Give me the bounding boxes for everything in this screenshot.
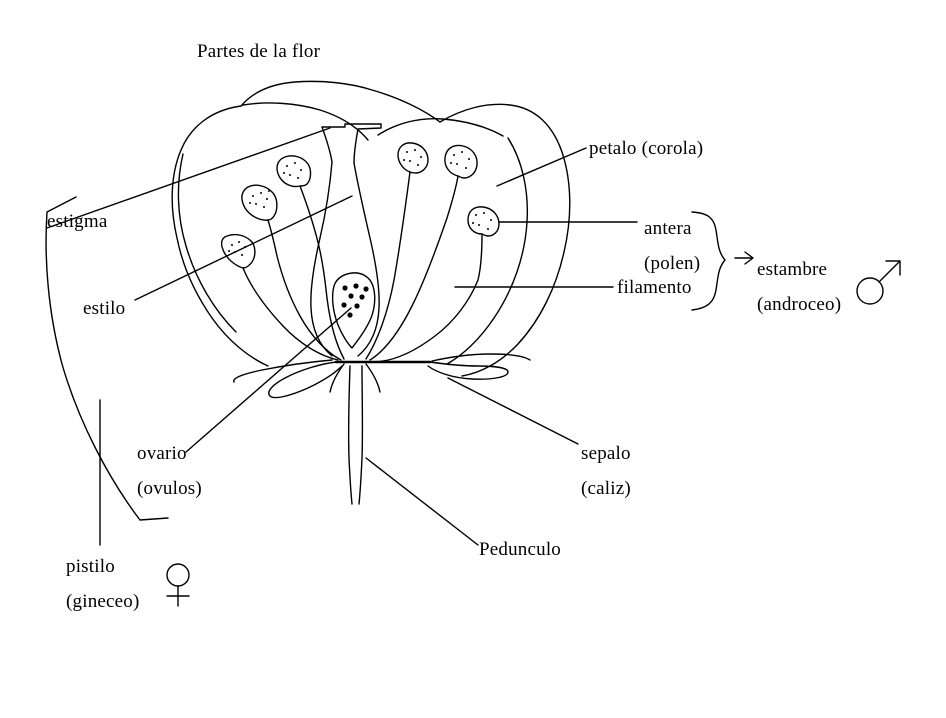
leader-sepalo [447,377,579,445]
filament-1 [242,267,339,361]
petal-right-inner [377,117,504,137]
arrow-to-estambre [734,251,754,265]
label-sepalo-line2: (caliz) [581,478,631,499]
anther-5-outline [444,144,478,179]
leader-petalo [496,147,587,187]
leader-estigma [46,127,331,229]
page-title: Partes de la flor [197,41,321,62]
anther-1-outline [220,233,256,269]
anther-4-stipple [403,149,422,166]
label-estilo: estilo [83,298,126,319]
ovule-dots [341,283,369,318]
anther-5-stipple [450,151,470,169]
label-pistilo-line2: (gineceo) [66,591,140,612]
label-estambre-line2: (androceo) [757,294,842,315]
male-mars-symbol [856,260,901,305]
label-estigma: estigma [47,211,108,232]
peduncle-left-edge [347,365,353,505]
sepal-left-outer [233,359,333,383]
leader-pedunculo [365,457,479,546]
label-ovario: ovario (ovulos) [137,436,202,506]
label-antera-line2: (polen) [644,253,701,274]
anther-6-outline [467,206,500,237]
petal-back-outline [240,80,441,123]
filament-6 [371,233,483,363]
pistil-bracket [45,196,169,521]
label-ovario-line1: ovario [137,443,187,464]
peduncle-right-edge [358,365,364,505]
petal-right-outline [439,103,571,377]
style-left-wall [310,161,333,357]
anther-4-outline [397,142,429,174]
sepal-right-outer [431,353,531,362]
label-petalo: petalo (corola) [589,138,704,159]
leader-ovario [185,307,352,453]
label-antera-line1: antera [644,218,692,239]
style-right-wall [353,162,380,357]
filament-4 [365,171,411,360]
stigma-shape [321,123,382,164]
label-pistilo-line1: pistilo [66,556,115,577]
petal-left-inner [242,102,369,141]
sepal-center-right [365,363,381,393]
label-pedunculo: Pedunculo [479,539,562,560]
ovary-outline [331,272,376,349]
label-filamento: filamento [617,277,692,298]
petal-right-fold [446,137,529,365]
sepal-left [268,361,343,399]
filament-2 [267,219,342,361]
label-estambre: estambre (androceo) [757,252,841,322]
leader-estilo [134,195,353,301]
stamen-brace [691,211,726,311]
anther-6-stipple [472,212,492,230]
anther-2-outline [241,184,278,221]
label-sepalo: sepalo (caliz) [581,436,631,506]
anther-3-stipple [283,162,302,179]
sepal-center-left [329,363,345,393]
label-estambre-line1: estambre [757,259,828,280]
filament-5 [369,175,459,361]
female-venus-symbol [166,563,190,607]
filament-3 [299,185,345,360]
stigma-left-edge [321,126,333,163]
anther-2-stipple [249,190,270,208]
petal-left-outline [171,105,269,367]
petal-left-fold [177,153,237,333]
label-pistilo: pistilo (gineceo) [66,549,140,619]
label-antera: antera (polen) [644,211,700,281]
label-sepalo-line1: sepalo [581,443,631,464]
anther-3-outline [276,155,312,188]
sepal-right [427,361,509,380]
label-ovario-line2: (ovulos) [137,478,202,499]
